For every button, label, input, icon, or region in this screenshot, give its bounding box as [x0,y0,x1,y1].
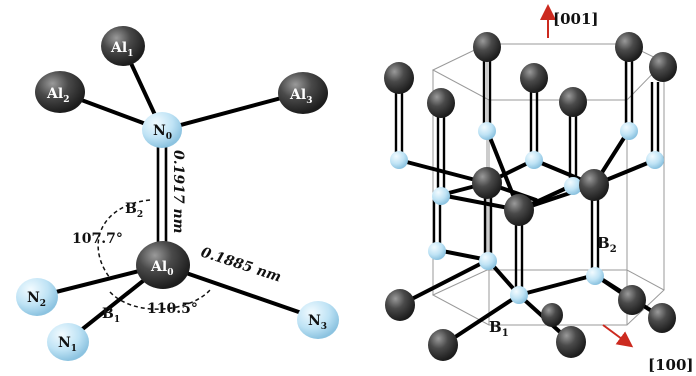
al-atom [428,329,458,361]
axial-length-label: 0.1917 nm [170,150,186,233]
svg-text:Al2: Al2 [46,86,69,105]
n-atom [390,151,408,169]
axial-bond-b2 [156,145,168,248]
angle-upper-label: 107.7° [72,231,123,247]
al-atom [618,285,646,315]
bond-n0-al3 [160,91,302,132]
al-atom [520,63,548,93]
hexagonal-unit-cell: [001] [100] B2 B1 [384,4,694,374]
al-atom [384,62,414,94]
label-b1-right: B1 [489,318,509,339]
svg-text:Al3: Al3 [289,87,312,106]
bond-al0-n3 [161,263,318,320]
cell-frame [431,43,665,326]
label-b2-left: B2 [125,201,143,220]
al-atom [556,326,586,358]
al-atom [473,32,501,62]
al-atom [559,87,587,117]
angle-arc-lower [109,289,211,310]
n-atom [620,122,638,140]
basal-length-label: 0.1885 nm [199,245,283,286]
atom-al2: Al2 [35,71,85,113]
n-atom [510,286,528,304]
atom-al1: Al1 [101,26,145,66]
al-atom [427,88,455,118]
label-b1-left: B1 [102,306,120,325]
n-atom [525,151,543,169]
a-axis-arrow [602,324,634,348]
atom-n0: N0 [142,112,182,148]
a-axis-label: [100] [648,356,694,374]
al-atom [649,52,677,82]
cell-n-atoms [390,122,664,304]
al-atom [504,194,534,226]
atom-n2: N2 [16,278,58,316]
atom-al0: Al0 [136,241,190,289]
al-atom [385,289,415,321]
atom-al3: Al3 [278,72,328,114]
angle-arc-upper [97,199,151,279]
n-atom [586,267,604,285]
atom-n1: N1 [47,323,89,361]
left-bonding-cluster: Al1 Al2 Al3 N0 Al0 N2 N1 N3 [16,26,339,361]
svg-text:N1: N1 [58,335,77,354]
svg-text:N0: N0 [153,123,172,142]
angle-lower-label: 110.5° [147,301,198,317]
label-b2-right: B2 [597,234,617,255]
al-atom [648,303,676,333]
c-axis-label: [001] [553,10,599,28]
n-atom [564,177,582,195]
al-atom [472,167,502,199]
atom-n3: N3 [297,301,339,339]
cell-al-atoms [384,32,677,361]
n-atom [428,242,446,260]
svg-text:N3: N3 [308,313,327,332]
al-atom [541,303,563,327]
n-atom [432,187,450,205]
n-atom [479,252,497,270]
al-atom [579,169,609,201]
al-atom [615,32,643,62]
svg-text:Al1: Al1 [110,40,133,59]
n-atom [478,122,496,140]
svg-text:N2: N2 [27,290,46,309]
svg-text:Al0: Al0 [150,259,173,278]
n-atom [646,151,664,169]
